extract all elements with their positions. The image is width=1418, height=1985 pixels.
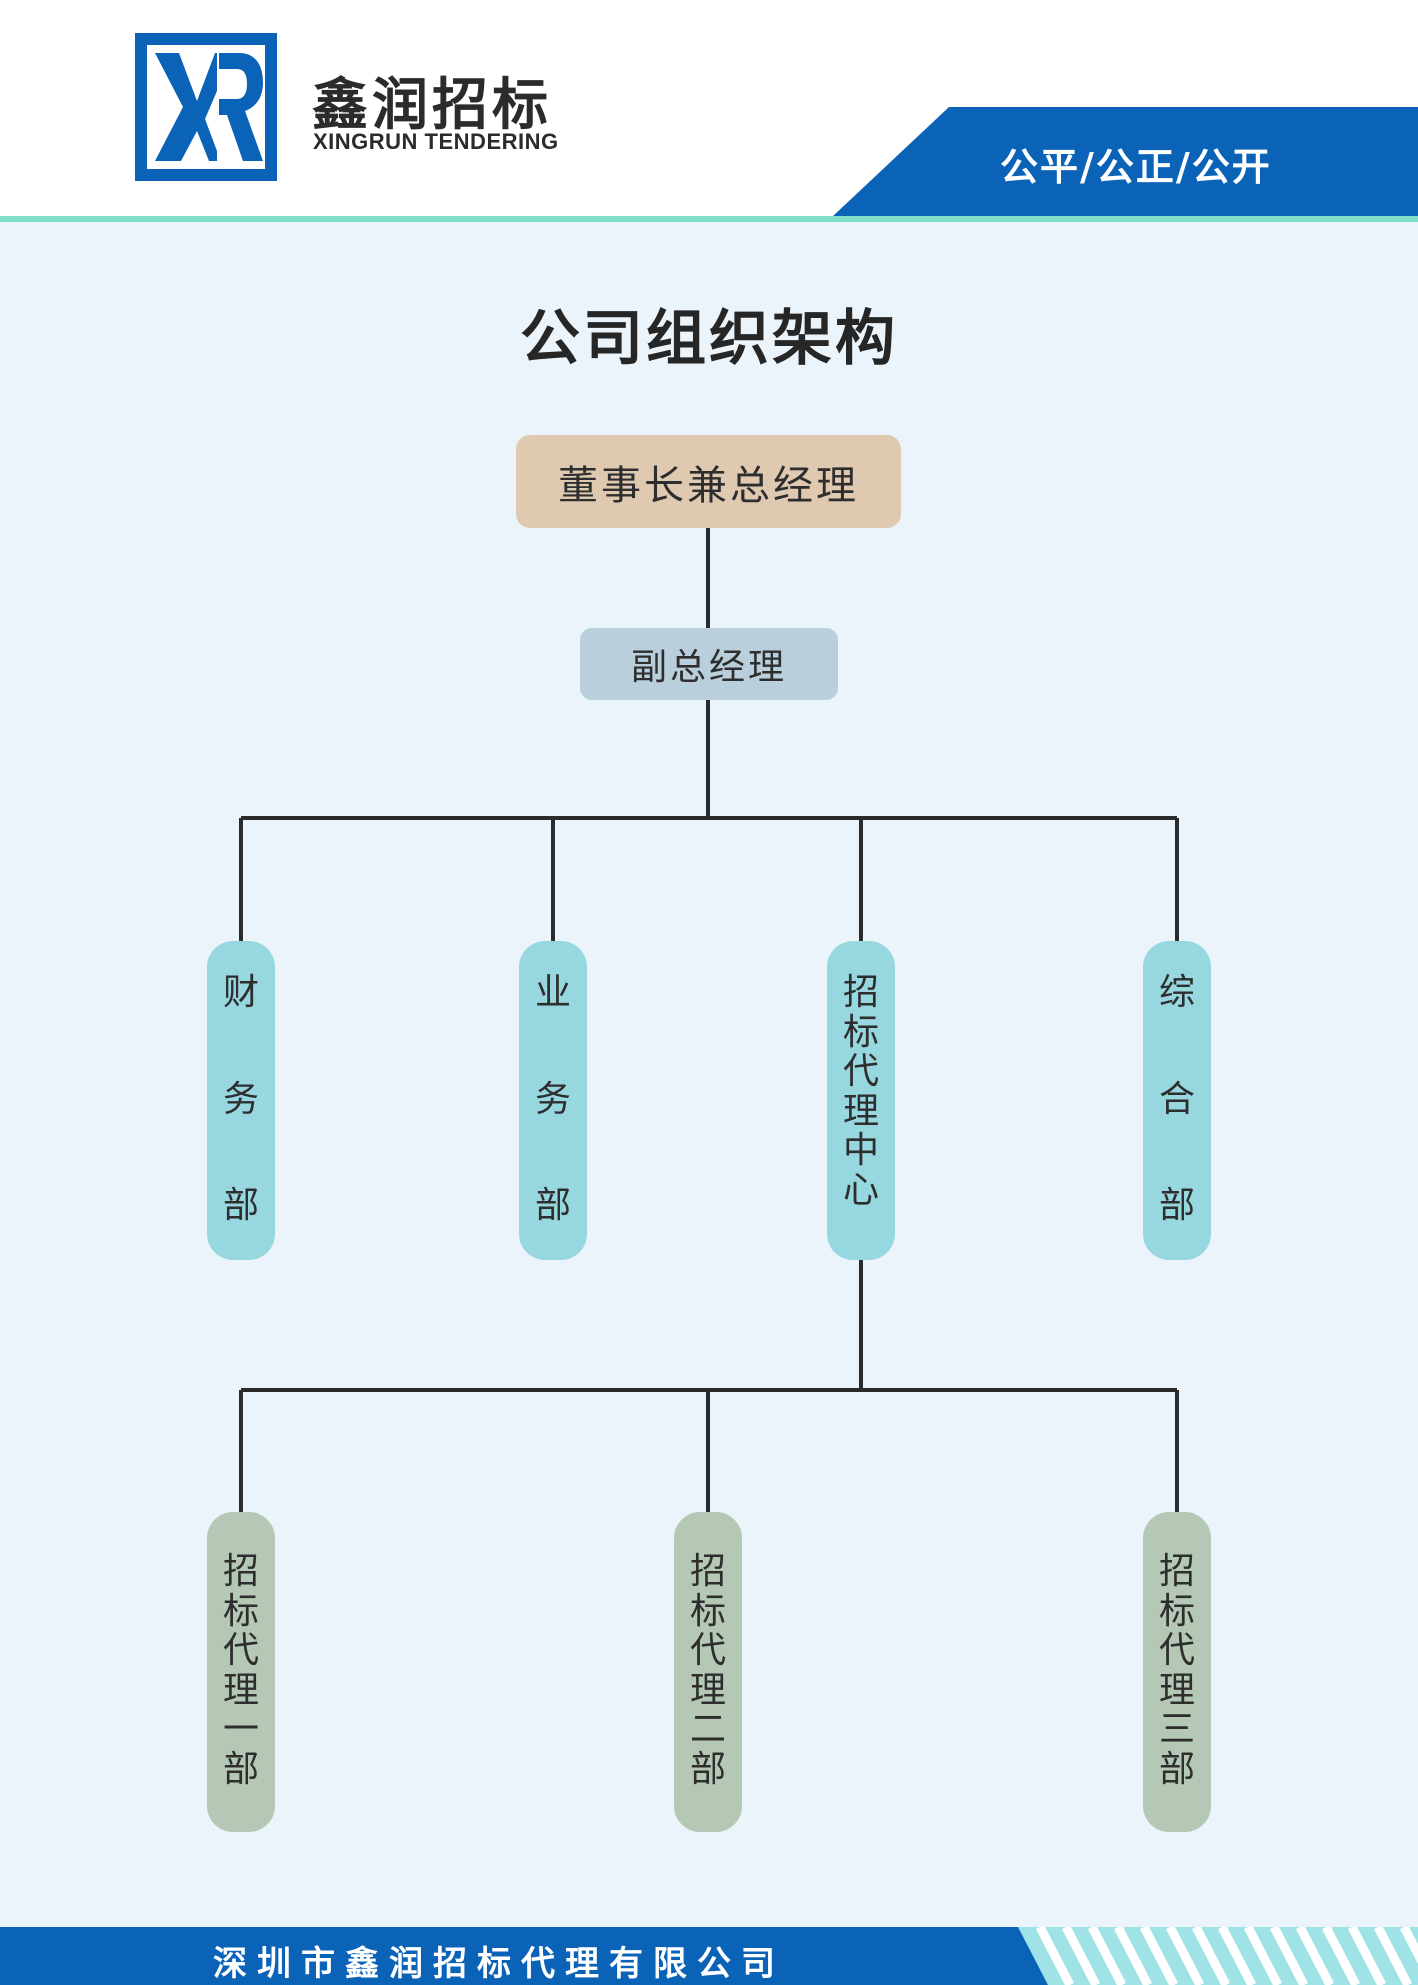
general-char: 部: [1158, 1185, 1195, 1227]
sub2-char: 招: [689, 1551, 726, 1592]
sub1-char: 部: [222, 1748, 259, 1790]
business-char: 部: [534, 1185, 571, 1227]
center-char: 理: [842, 1090, 879, 1132]
tender-agency-center-node: 招 标 代 理 中 心: [827, 941, 895, 1260]
sub2-char: 二: [689, 1709, 726, 1751]
business-department-node: 业 务 部: [519, 941, 587, 1260]
business-char: 务: [534, 1078, 571, 1120]
brand-name: 鑫润招标: [312, 73, 552, 138]
center-char: 代: [842, 1051, 879, 1093]
sub3-char: 部: [1158, 1748, 1195, 1790]
general-department-node: 综 合 部: [1143, 941, 1211, 1260]
sub3-char: 三: [1158, 1709, 1195, 1751]
finance-char: 务: [222, 1078, 259, 1120]
finance-char: 财: [222, 972, 259, 1013]
sub2-char: 部: [689, 1748, 726, 1790]
header-divider: [0, 216, 1418, 222]
page-title: 公司组织架构: [0, 290, 1418, 377]
center-char: 标: [842, 1011, 879, 1053]
tender-agency-dept-1-node: 招 标 代 理 一 部: [207, 1512, 275, 1832]
center-char: 心: [842, 1169, 879, 1211]
brand-name-english: XINGRUN TENDERING: [313, 129, 559, 154]
sub1-char: 一: [222, 1709, 259, 1751]
header: 鑫润招标 XINGRUN TENDERING 公平/公正/公开: [0, 0, 1418, 218]
finance-char: 部: [222, 1185, 259, 1227]
sub3-char: 代: [1158, 1630, 1195, 1672]
tender-agency-dept-2-node: 招 标 代 理 二 部: [674, 1512, 742, 1832]
sub3-char: 理: [1158, 1669, 1195, 1711]
sub1-char: 代: [222, 1630, 259, 1672]
tender-agency-dept-3-node: 招 标 代 理 三 部: [1143, 1512, 1211, 1832]
slogan-banner: [833, 107, 1418, 216]
general-char: 合: [1158, 1078, 1195, 1120]
chairman-node: 董事长兼总经理: [516, 435, 901, 528]
finance-department-node: 财 务 部: [207, 941, 275, 1260]
sub2-char: 代: [689, 1630, 726, 1672]
sub2-char: 理: [689, 1669, 726, 1711]
page-title-text: 公司组织架构: [520, 304, 898, 374]
slogan: 公平/公正/公开: [1000, 145, 1272, 189]
sub1-char: 理: [222, 1669, 259, 1711]
general-char: 综: [1158, 972, 1195, 1013]
center-char: 中: [842, 1130, 879, 1172]
center-char: 招: [842, 972, 879, 1013]
vice-general-manager-node: 副总经理: [580, 628, 838, 700]
sub1-char: 招: [222, 1551, 259, 1592]
sub3-char: 标: [1158, 1590, 1195, 1632]
business-char: 业: [534, 972, 571, 1013]
footer-company-name: 深圳市鑫润招标代理有限公司: [213, 1944, 785, 1984]
sub1-char: 标: [222, 1590, 259, 1632]
sub3-char: 招: [1158, 1551, 1195, 1592]
company-logo: [135, 33, 277, 181]
sub2-char: 标: [689, 1590, 726, 1632]
